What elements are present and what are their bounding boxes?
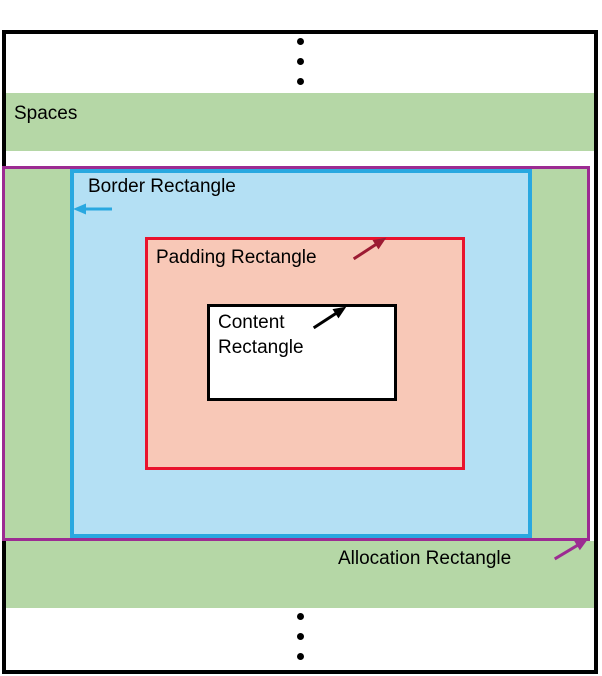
- dot-icon: [297, 633, 304, 640]
- content-rectangle-label: Content Rectangle: [218, 312, 304, 358]
- spaces-band-bottom: [6, 541, 594, 608]
- content-arrow-icon: [312, 306, 347, 330]
- padding-arrow-icon: [352, 237, 387, 261]
- dot-icon: [297, 613, 304, 620]
- spaces-label: Spaces: [14, 103, 78, 124]
- spaces-band-top: Spaces: [6, 93, 594, 151]
- content-rectangle: [207, 304, 397, 401]
- allocation-rectangle-label: Allocation Rectangle: [338, 548, 512, 569]
- dot-icon: [297, 38, 304, 45]
- dot-icon: [297, 78, 304, 85]
- allocation-arrow-icon: [553, 538, 589, 561]
- border-arrow-icon: [73, 203, 112, 215]
- dot-icon: [297, 653, 304, 660]
- padding-rectangle-label: Padding Rectangle: [156, 247, 317, 268]
- top-ellipsis-icon: [297, 38, 304, 85]
- border-rectangle-label: Border Rectangle: [88, 176, 236, 197]
- bottom-ellipsis-icon: [297, 613, 304, 660]
- dot-icon: [297, 58, 304, 65]
